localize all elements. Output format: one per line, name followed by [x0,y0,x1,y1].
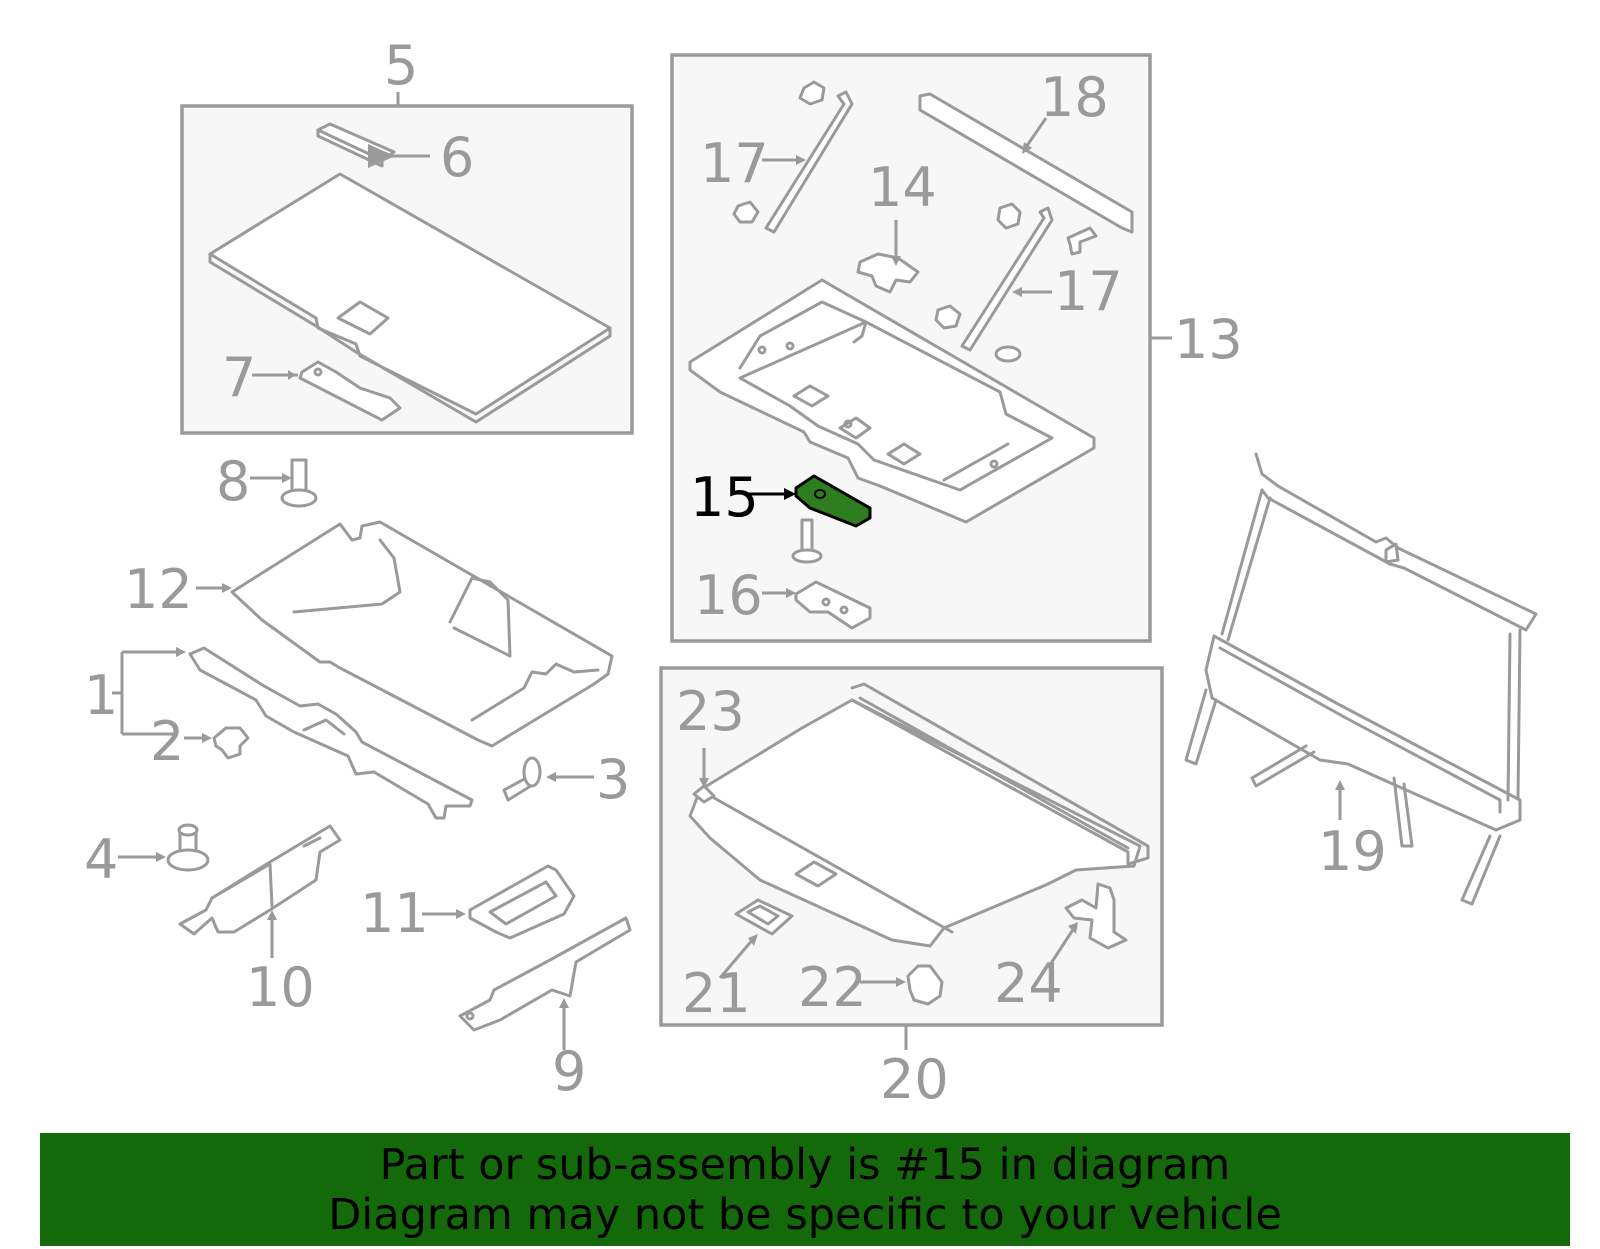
callout-2: 2 [150,710,184,773]
callout-labels: 1 2 3 4 5 6 7 8 9 10 11 12 13 14 15 16 1… [84,34,1387,1111]
part-9[interactable] [458,916,632,1032]
info-banner: Part or sub-assembly is #15 in diagram D… [40,1133,1570,1246]
group-box-20 [659,666,1164,1050]
group-box-5 [180,92,634,435]
callout-19: 19 [1318,820,1387,883]
part-17-left[interactable] [764,90,854,234]
part-18[interactable] [918,92,1134,234]
part-16[interactable] [794,580,872,630]
callout-9: 9 [552,1040,586,1103]
part-10[interactable] [178,824,342,936]
callout-20: 20 [880,1048,949,1111]
callout-10: 10 [246,956,315,1019]
banner-line-2: Diagram may not be specific to your vehi… [328,1189,1282,1240]
part-24[interactable] [1064,882,1128,950]
callout-16: 16 [694,564,763,627]
callout-7: 7 [222,346,256,409]
callout-13: 13 [1174,308,1243,371]
part-22[interactable] [906,964,944,1006]
part-7[interactable] [298,360,402,422]
callout-22: 22 [798,956,867,1019]
group-left-parts [112,458,632,1050]
part-2[interactable] [212,726,250,760]
callout-14: 14 [868,156,937,219]
callout-12: 12 [124,558,193,621]
callout-24: 24 [994,952,1063,1015]
part-17-right[interactable] [960,206,1054,352]
callout-3: 3 [596,748,630,811]
part-21[interactable] [734,898,794,936]
part-19[interactable] [1184,452,1538,906]
callout-23: 23 [676,680,745,743]
callout-15: 15 [690,466,759,529]
callout-17-left: 17 [700,132,769,195]
callout-8: 8 [216,450,250,513]
callout-21: 21 [682,962,751,1025]
part-11[interactable] [468,864,576,940]
group-box-13 [670,53,1172,643]
part-14[interactable] [856,252,920,294]
callout-6: 6 [440,126,474,189]
banner-line-1: Part or sub-assembly is #15 in diagram [379,1139,1231,1190]
part-8[interactable] [290,458,308,494]
part-12[interactable] [230,520,614,748]
callout-18: 18 [1040,66,1109,129]
part-20[interactable] [688,698,1142,948]
callout-11: 11 [360,882,429,945]
part-1[interactable] [188,646,474,820]
callout-5: 5 [384,34,418,97]
part-15-highlighted[interactable] [794,474,872,528]
callout-1: 1 [84,664,118,727]
callout-4: 4 [84,828,118,891]
callout-17-right: 17 [1054,260,1123,323]
